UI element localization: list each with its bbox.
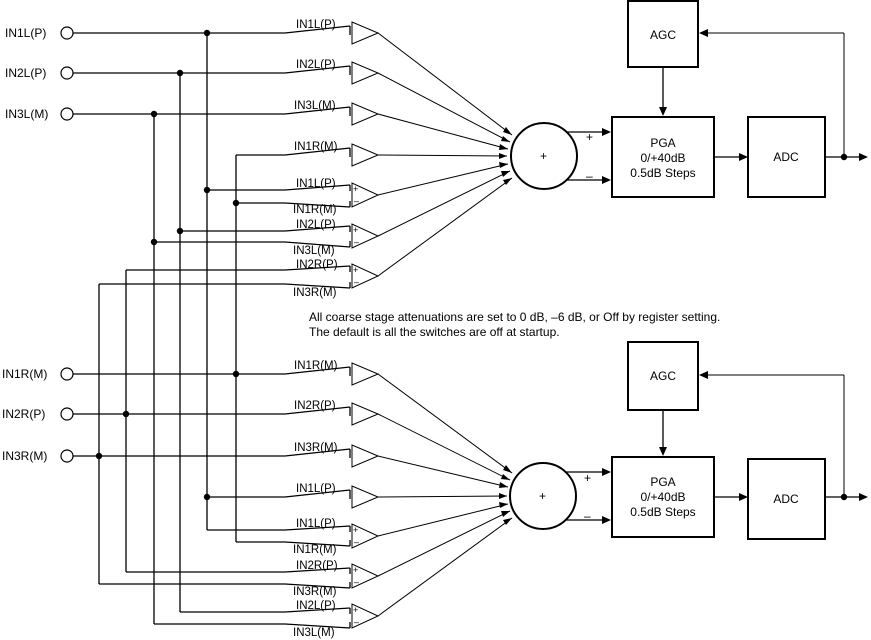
input-label-in3r: IN3R(M) xyxy=(2,449,47,463)
input-label-in1r: IN1R(M) xyxy=(2,367,47,381)
top-diff-neg-3: IN3R(M) xyxy=(293,287,337,299)
note-line-2: The default is all the switches are off … xyxy=(309,325,560,339)
bottom-diff3-plus: + xyxy=(353,605,358,615)
bottom-diff-neg-1: IN1R(M) xyxy=(293,544,337,556)
terminal-in1l xyxy=(60,26,74,40)
note-line-1: All coarse stage attenuations are set to… xyxy=(309,310,720,324)
bottom-agc-label: AGC xyxy=(650,369,676,383)
bottom-diff1-plus: + xyxy=(353,525,358,535)
top-diff-neg-2: IN3L(M) xyxy=(293,245,335,257)
top-pga-label-3: 0.5dB Steps xyxy=(630,166,695,180)
top-amp-label-4: IN1R(M) xyxy=(294,141,338,153)
terminal-in3l xyxy=(60,107,74,121)
input-label-in1l: IN1L(P) xyxy=(5,26,46,40)
terminal-in3r xyxy=(60,449,74,463)
top-amp-label-1: IN1L(P) xyxy=(296,19,336,31)
top-channel xyxy=(73,0,868,289)
bottom-pga-label-2: 0/+40dB xyxy=(640,490,685,504)
top-summer-plus: + xyxy=(540,149,547,163)
labels: IN1L(P) IN2L(P) IN3L(M) IN1R(M) IN2R(P) … xyxy=(2,19,799,639)
bottom-amp-label-3: IN3R(M) xyxy=(294,442,338,454)
bottom-diff-neg-2: IN3R(M) xyxy=(293,586,337,598)
bottom-pga-label-1: PGA xyxy=(650,475,675,489)
bottom-diff-neg-3: IN3L(M) xyxy=(293,627,335,639)
bottom-summer-plus: + xyxy=(539,489,546,503)
top-pga-label-2: 0/+40dB xyxy=(640,151,685,165)
top-diff-pos-1: IN1L(P) xyxy=(296,178,336,190)
top-adc-label: ADC xyxy=(773,150,799,164)
junctions xyxy=(95,29,848,501)
bottom-diff3-minus: – xyxy=(354,617,359,627)
bottom-amp-label-2: IN2R(P) xyxy=(294,400,336,412)
terminal-in2r xyxy=(60,407,74,421)
bottom-diff2-plus: + xyxy=(353,565,358,575)
terminal-in1r xyxy=(60,367,74,381)
bottom-adc-label: ADC xyxy=(773,492,799,506)
input-label-in2l: IN2L(P) xyxy=(5,66,46,80)
top-agc-label: AGC xyxy=(650,28,676,42)
top-pga-minus-sign: – xyxy=(586,169,593,183)
cross-wiring xyxy=(98,190,237,624)
top-diff2-minus: – xyxy=(354,237,359,247)
bottom-amp-label-1: IN1R(M) xyxy=(294,360,338,372)
top-diff1-minus: – xyxy=(354,196,359,206)
top-pga-plus-sign: + xyxy=(586,130,593,144)
bottom-amp-label-4: IN1L(P) xyxy=(296,483,336,495)
bottom-channel xyxy=(73,341,868,629)
top-pga-label-1: PGA xyxy=(650,136,675,150)
input-label-in2r: IN2R(P) xyxy=(2,407,45,421)
bottom-diff2-minus: – xyxy=(354,577,359,587)
bottom-diff1-minus: – xyxy=(354,537,359,547)
bottom-diff-pos-1: IN1L(P) xyxy=(296,518,336,530)
bottom-pga-minus-sign: – xyxy=(584,509,591,523)
top-amp-label-2: IN2L(P) xyxy=(296,59,336,71)
top-diff-neg-1: IN1R(M) xyxy=(293,204,337,216)
terminal-in2l xyxy=(60,66,74,80)
top-amp-label-3: IN3L(M) xyxy=(294,100,336,112)
bottom-diff-pos-3: IN2L(P) xyxy=(296,600,336,612)
bottom-diff-pos-2: IN2R(P) xyxy=(296,560,338,572)
top-diff1-plus: + xyxy=(353,184,358,194)
top-diff2-plus: + xyxy=(353,225,358,235)
top-diff-pos-2: IN2L(P) xyxy=(296,219,336,231)
top-diff-pos-3: IN2R(P) xyxy=(296,259,338,271)
top-diff3-plus: + xyxy=(353,265,358,275)
top-diff3-minus: – xyxy=(354,277,359,287)
input-terminals xyxy=(60,26,74,463)
bottom-pga-label-3: 0.5dB Steps xyxy=(630,505,695,519)
input-label-in3l: IN3L(M) xyxy=(5,107,48,121)
bottom-pga-plus-sign: + xyxy=(584,471,591,485)
